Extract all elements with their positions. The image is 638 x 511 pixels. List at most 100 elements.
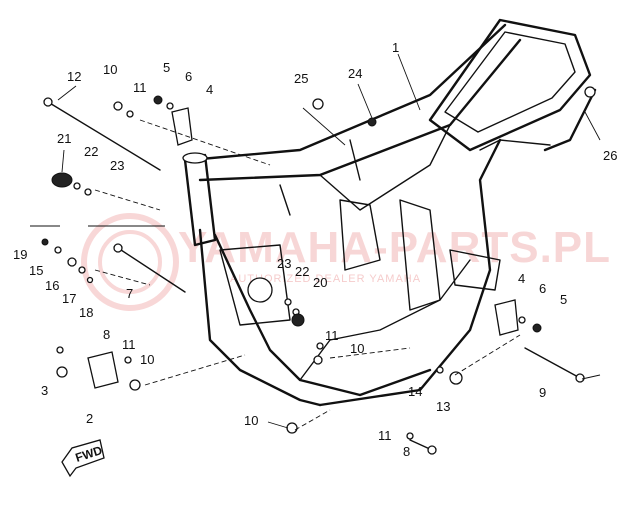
label-11-lower: 11 [378,428,392,443]
top-rail-right [198,38,522,182]
watermark-logo-inner-ring [98,230,162,294]
nut-3 [56,366,68,378]
leader-21 [61,149,65,173]
label-16: 16 [45,278,59,293]
nut-25 [312,98,324,110]
bolt-8-lower-head [427,445,437,455]
nut-10-lower [286,422,298,434]
nut-13 [449,371,463,385]
label-24: 24 [348,66,362,81]
label-26: 26 [603,148,617,163]
bracket-4-right [494,299,519,336]
label-15: 15 [29,263,43,278]
label-25: 25 [294,71,308,86]
bolt-9-head [575,373,585,383]
bolt-9 [524,347,581,379]
bracket-2 [87,351,119,389]
engine-bracket [219,244,291,326]
label-6-right: 6 [539,281,546,296]
bolt-7-head [113,243,123,253]
label-13: 13 [436,399,450,414]
label-21: 21 [57,131,71,146]
label-10-lower: 10 [244,413,258,428]
label-5-right: 5 [560,292,567,307]
bolt-7 [117,247,186,293]
label-22-upper: 22 [84,144,98,159]
rear-bracket [449,249,501,291]
label-7: 7 [126,286,133,301]
label-9: 9 [539,385,546,400]
label-19: 19 [13,247,27,262]
label-8-left: 8 [103,327,110,342]
dash-lower-right [454,334,521,376]
long-bolt-12 [47,101,161,171]
grab-bar-mount [584,86,596,98]
watermark: YAMAHA-PARTS.PL AUTHORIZED DEALER YAMAHA [81,213,610,311]
bolt-24 [367,117,377,127]
label-23-upper: 23 [110,158,124,173]
leader-26 [584,111,601,141]
fwd-arrow: FWD [61,439,105,478]
top-rail-left [188,23,507,162]
washer-11-left [124,356,132,364]
leader-12 [57,85,77,101]
dash-upper-bracket [139,119,271,166]
dash-bottom [294,409,331,431]
bracket-4-upper [171,107,193,146]
label-10-upper: 10 [103,62,117,77]
label-1: 1 [392,40,399,55]
dash-21-23 [94,189,161,211]
bushing-16 [67,257,77,267]
washer-15 [54,246,62,254]
dash-lower-left [144,354,246,386]
bolt-5-right [532,323,542,333]
rear-subframe [428,18,592,152]
damper-21 [51,172,73,188]
leader-1 [397,53,421,111]
engine-mount-plate-left [339,199,381,271]
washer-11-mid [316,342,324,350]
engine-bracket-boss [247,277,273,303]
engine-mount-plate-right [399,199,441,311]
rear-grab-bar [543,88,597,152]
label-12: 12 [67,69,81,84]
seat-stay [319,124,451,211]
label-22-lower: 22 [295,264,309,279]
nut-10-left [129,379,141,391]
dash-lower-mid [329,347,411,359]
label-17: 17 [62,291,76,306]
dash-15-18 [94,269,151,286]
nut-23-upper [84,188,92,196]
nut-10-mid [313,355,323,365]
washer-22-lower [284,298,292,306]
damper-20 [291,313,305,327]
washer-22-upper [73,182,81,190]
label-11-left: 11 [122,337,136,352]
label-8-lower: 8 [403,444,410,459]
washer-17 [78,266,86,274]
main-frame [182,18,592,407]
parts [41,86,597,455]
bolt-5-upper [153,95,163,105]
fwd-arrow-icon [61,439,105,478]
leader-lines [30,53,601,431]
label-11-upper: 11 [133,80,147,95]
rear-subframe-inner [444,31,576,133]
label-18: 18 [79,305,93,320]
label-23-lower: 23 [277,256,291,271]
leader-10-lower [267,421,289,429]
label-2: 2 [86,411,93,426]
watermark-sub-text: AUTHORIZED DEALER YAMAHA [230,273,421,285]
bolt-8-left [56,346,64,354]
washer-6-right [518,316,526,324]
leader-24 [357,83,373,119]
leader-25 [302,107,346,146]
lower-cradle [318,138,502,407]
cross-tube-2 [349,139,361,181]
nut-10-upper [113,101,123,111]
rear-cross-tube [479,139,551,151]
washer-14 [436,366,444,374]
label-10-left: 10 [140,352,154,367]
leader-9 [581,374,601,380]
